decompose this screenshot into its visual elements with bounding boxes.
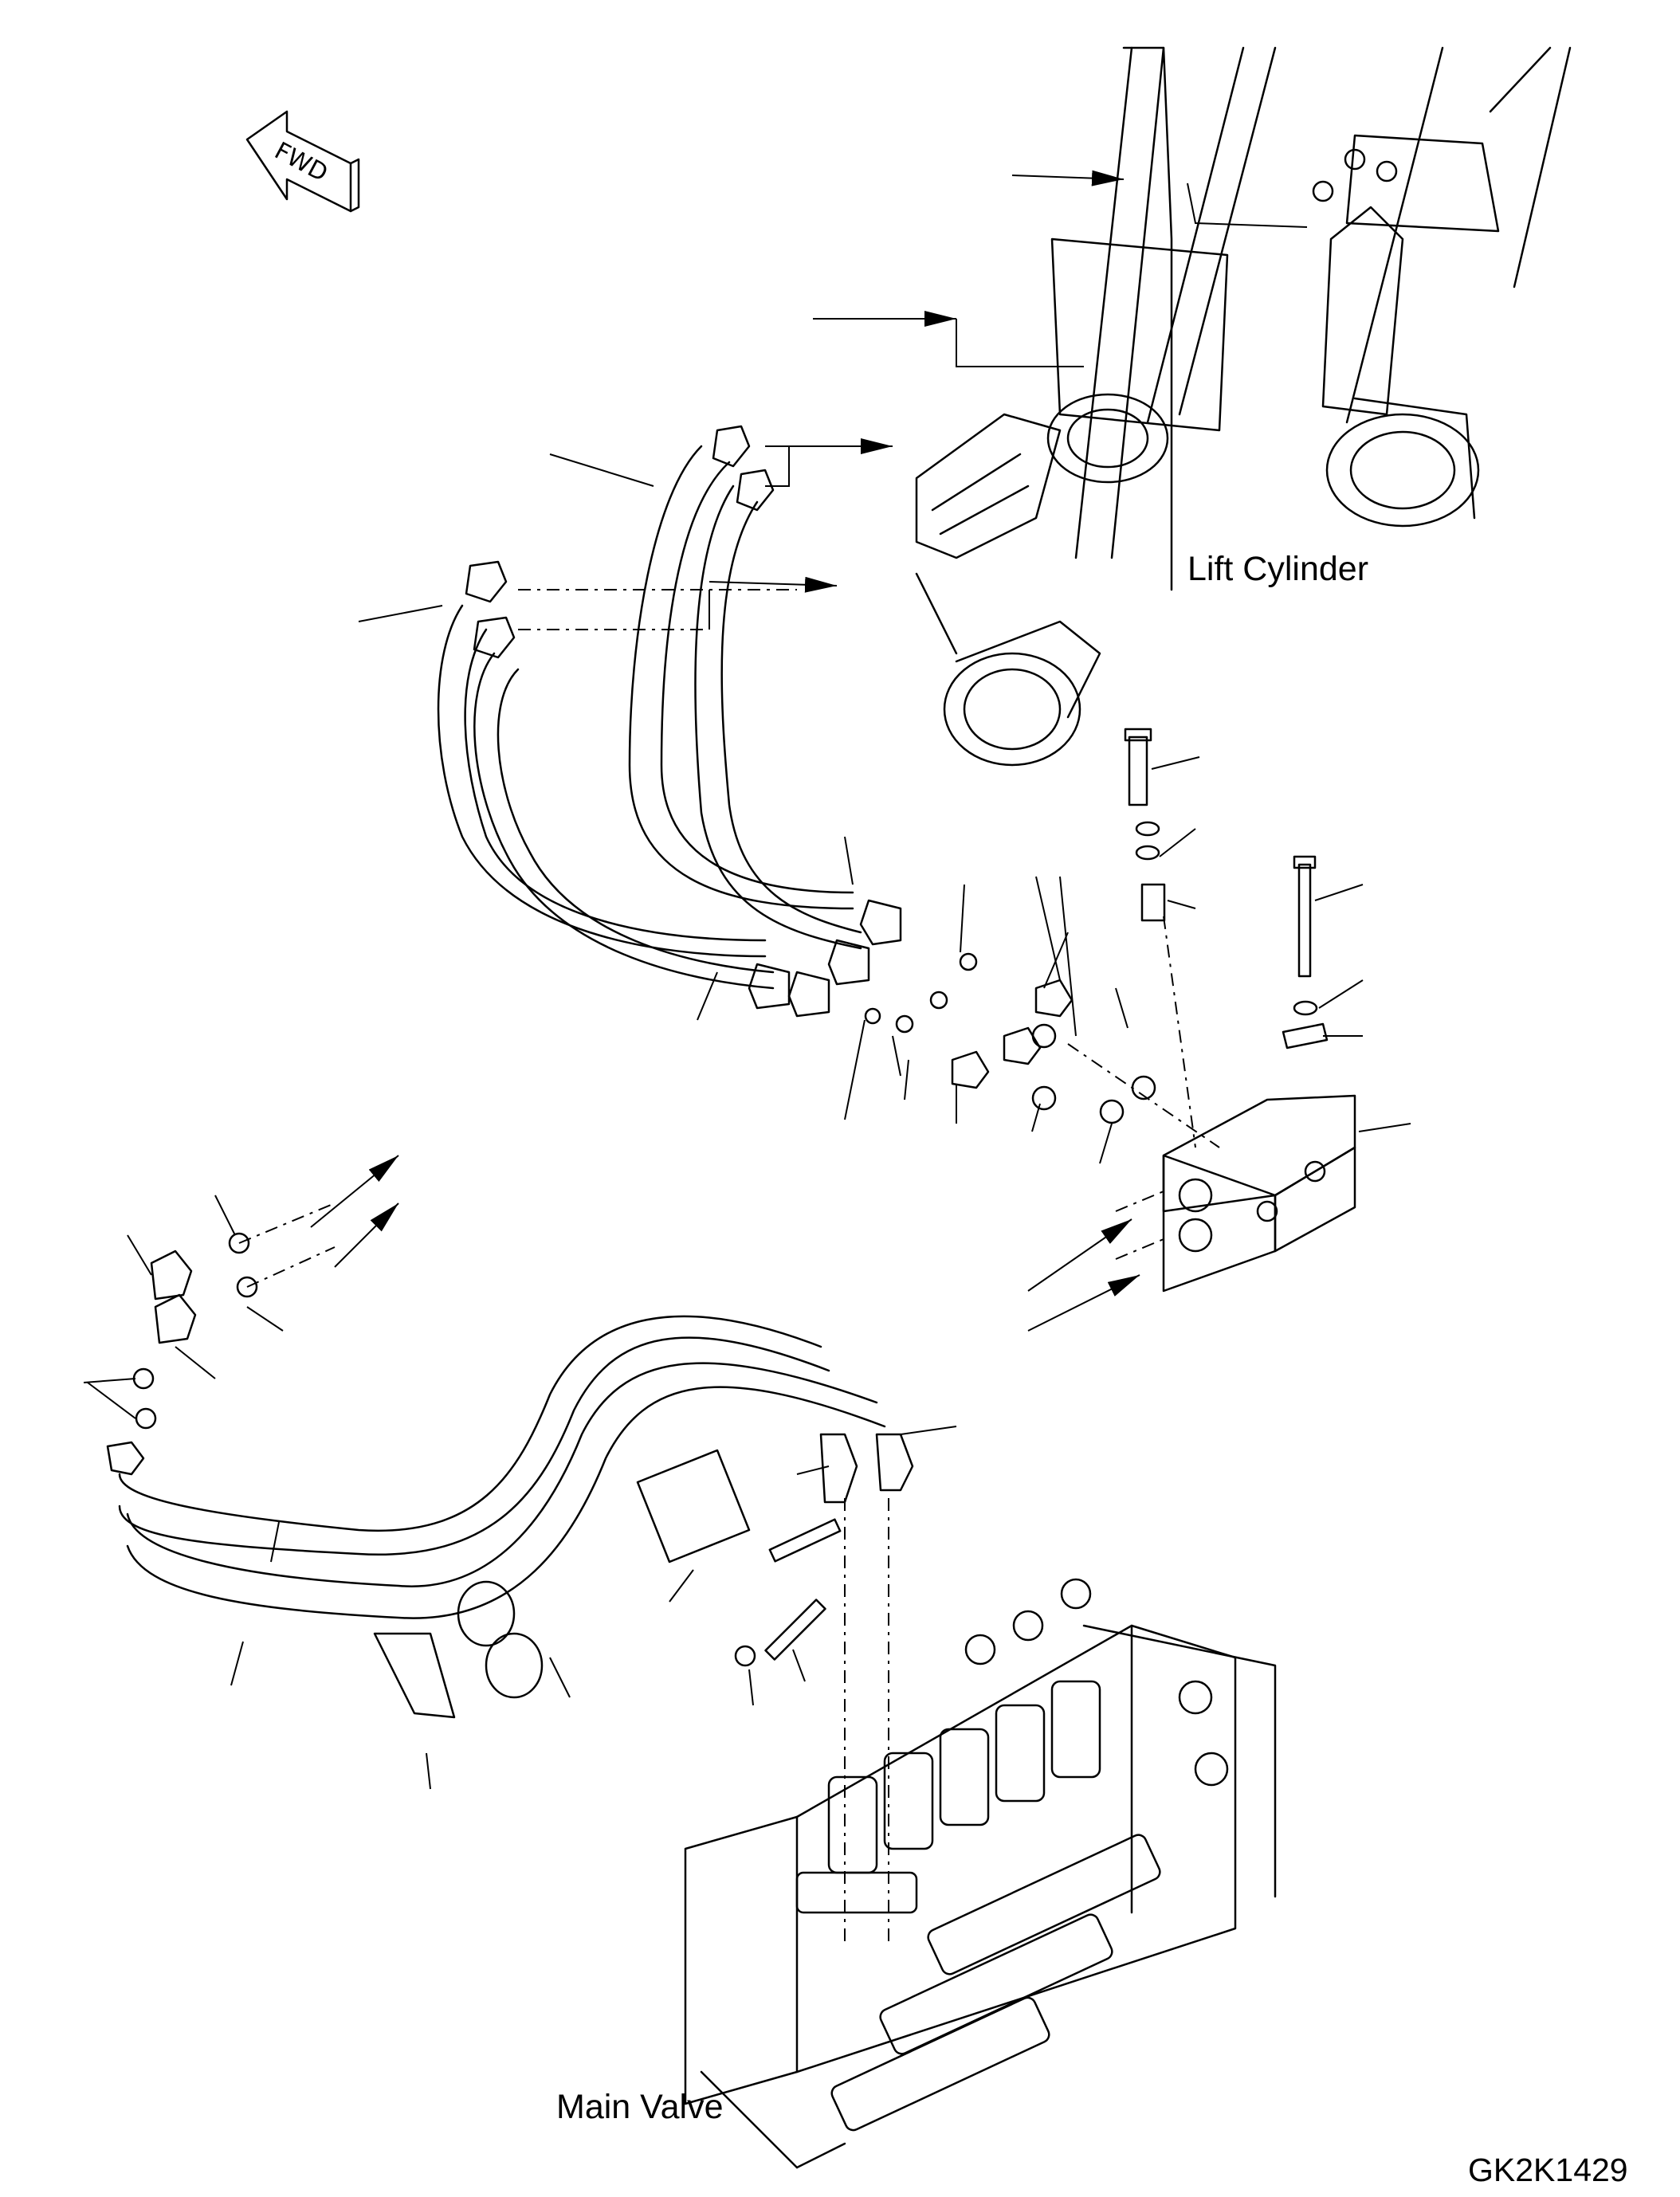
leaders	[83, 170, 1411, 1790]
upper-fittings	[864, 952, 1156, 1124]
lift-cylinder-right	[1146, 46, 1572, 528]
lower-hose-set	[106, 1315, 914, 1719]
lower-fittings	[132, 1232, 842, 1667]
manifold-block	[1162, 1094, 1356, 1293]
main-valve	[684, 1578, 1277, 2169]
fwd-arrow-icon: FWD	[245, 110, 360, 213]
lift-cylinder-left	[915, 46, 1229, 767]
centerlines	[238, 589, 1220, 1944]
bolt-set	[1124, 728, 1329, 1049]
fwd-text: FWD	[270, 137, 332, 188]
main-valve-label: Main Valve	[556, 2088, 724, 2126]
upper-hose-set	[437, 425, 902, 1018]
drawing-code: GK2K1429	[1468, 2152, 1628, 2188]
lift-cylinder-label: Lift Cylinder	[1187, 550, 1369, 588]
